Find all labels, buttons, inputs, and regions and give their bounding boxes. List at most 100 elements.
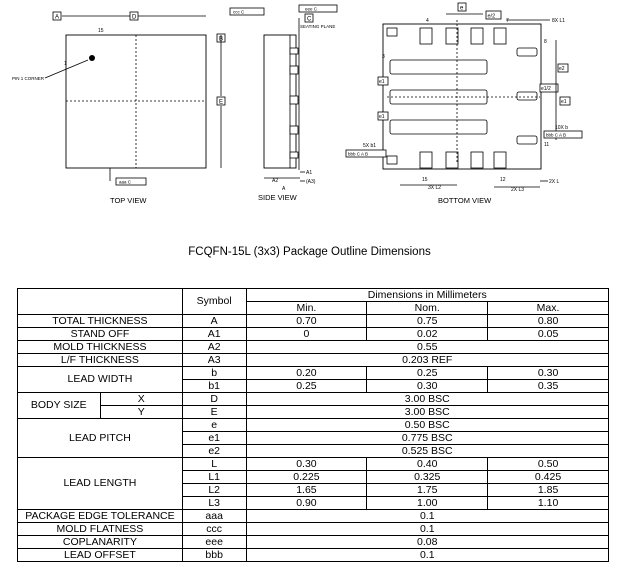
table-row: COPLANARITY eee 0.08: [17, 535, 609, 549]
dimensions-table: Symbol Dimensions in Millimeters Min. No…: [17, 288, 609, 562]
min-value: 0.225: [245, 470, 368, 484]
package-drawing: A D 15 1 PIN 1 CORNER E B aaa C T: [12, 2, 583, 205]
bottom-view-body: [382, 23, 542, 170]
fcf-eee: eee C: [305, 7, 318, 12]
table-row: BODY SIZE X D 3.00 BSC: [17, 392, 609, 419]
min-value: 0.25: [245, 379, 368, 393]
pin1-dot: [89, 55, 95, 61]
pitch-e-half-label: e/2: [488, 14, 496, 20]
dims-header: Dimensions in Millimeters: [245, 288, 609, 302]
pitch-e1-b-label: e1: [379, 114, 385, 120]
param-symbol: A: [181, 314, 247, 328]
side-a1-label: A1: [306, 170, 312, 176]
param-name: LEAD OFFSET: [17, 548, 183, 562]
pin15-label: 15: [98, 28, 104, 34]
max-value: 0.80: [487, 314, 609, 328]
table-row: MOLD THICKNESS A2 0.55: [17, 340, 609, 354]
pin8-label: 8: [544, 39, 547, 45]
lead-b1-label: 5X b1: [363, 143, 376, 149]
table-row: LEAD OFFSET bbb 0.1: [17, 548, 609, 562]
max-value: 0.425: [487, 470, 609, 484]
pitch-e1-right-label: e1: [561, 99, 567, 105]
table-row: L1 0.225 0.325 0.425: [18, 470, 609, 484]
table-row: LEAD WIDTH b 0.20 0.25 0.30: [17, 366, 609, 393]
top-view: A D 15 1 PIN 1 CORNER E B aaa C T: [12, 11, 226, 205]
value: 0.775 BSC: [245, 431, 609, 445]
param-symbol: e2: [181, 444, 247, 458]
axis-label: X: [99, 392, 183, 406]
min-value: 0.90: [245, 496, 368, 510]
param-symbol: A3: [181, 353, 247, 367]
param-symbol: e1: [181, 431, 247, 445]
param-name: MOLD FLATNESS: [17, 522, 183, 536]
table-row: e1 0.775 BSC: [18, 431, 609, 445]
value: 0.525 BSC: [245, 444, 609, 458]
min-value: 0.70: [245, 314, 368, 328]
max-value: 0.50: [487, 457, 609, 471]
pin3-label: 3: [382, 54, 385, 60]
dim-e-label: E: [219, 100, 223, 106]
param-symbol: bbb: [181, 548, 247, 562]
pin12-label: 12: [500, 177, 506, 183]
nom-header: Nom.: [366, 301, 489, 315]
pin1-corner-label: PIN 1 CORNER: [12, 76, 45, 81]
side-view-label: SIDE VIEW: [258, 193, 298, 202]
max-value: 0.05: [487, 327, 609, 341]
max-value: 1.10: [487, 496, 609, 510]
table-row: STAND OFF A1 0 0.02 0.05: [17, 327, 609, 341]
pin4-label: 4: [426, 18, 429, 24]
pin11-label: 11: [544, 142, 549, 148]
param-symbol: L1: [181, 470, 247, 484]
param-name: TOTAL THICKNESS: [17, 314, 183, 328]
symbol-header: Symbol: [181, 288, 247, 315]
param-name: STAND OFF: [17, 327, 183, 341]
min-value: 1.65: [245, 483, 368, 497]
side-a-label: A: [282, 186, 286, 192]
dim-d-label: D: [132, 15, 137, 21]
table-row: L/F THICKNESS A3 0.203 REF: [17, 353, 609, 367]
value: 0.50 BSC: [245, 418, 609, 432]
table-row: PACKAGE EDGE TOLERANCE aaa 0.1: [17, 509, 609, 523]
nom-value: 1.75: [366, 483, 489, 497]
min-value: 0: [245, 327, 368, 341]
value: 0.55: [245, 340, 609, 354]
table-header-row: Symbol Dimensions in Millimeters: [17, 288, 609, 315]
lead-l1-label: 8X L1: [552, 18, 565, 24]
value: 0.08: [245, 535, 609, 549]
param-name: COPLANARITY: [17, 535, 183, 549]
axis-label: Y: [99, 405, 183, 419]
max-header: Max.: [487, 301, 609, 315]
value: 0.203 REF: [245, 353, 609, 367]
table-row: MOLD FLATNESS ccc 0.1: [17, 522, 609, 536]
datum-a-label: A: [55, 15, 59, 21]
lead-l-label: 2X L: [549, 179, 560, 185]
param-symbol: A1: [181, 327, 247, 341]
datum-c-label: C: [307, 17, 312, 23]
param-name: LEAD LENGTH: [17, 457, 183, 510]
pin7-label: 7: [506, 18, 509, 24]
package-caption: FCQFN-15L (3x3) Package Outline Dimensio…: [188, 246, 431, 258]
min-header: Min.: [245, 301, 368, 315]
table-row: Y E 3.00 BSC: [18, 405, 609, 419]
lead-l3-label: 2X L3: [511, 187, 524, 193]
blank-header-cell: [17, 288, 183, 315]
param-name: LEAD PITCH: [17, 418, 183, 458]
param-symbol: b: [181, 366, 247, 380]
nom-value: 0.75: [366, 314, 489, 328]
top-view-label: TOP VIEW: [110, 196, 147, 205]
side-a2-label: A2: [272, 178, 278, 184]
bottom-view-label: BOTTOM VIEW: [438, 196, 492, 205]
lead-b-label: 10X b: [555, 125, 568, 131]
value: 3.00 BSC: [245, 392, 609, 406]
datum-b-label: B: [219, 37, 223, 43]
param-symbol: aaa: [181, 509, 247, 523]
table-row: TOTAL THICKNESS A 0.70 0.75 0.80: [17, 314, 609, 328]
pitch-e1-label: e1: [379, 79, 385, 85]
pin1-number: 1: [64, 61, 67, 67]
nom-value: 0.40: [366, 457, 489, 471]
param-symbol: ccc: [181, 522, 247, 536]
nom-value: 0.30: [366, 379, 489, 393]
fcf-bbb-right: bbb C A B: [546, 133, 566, 138]
param-symbol: L3: [181, 496, 247, 510]
param-symbol: eee: [181, 535, 247, 549]
